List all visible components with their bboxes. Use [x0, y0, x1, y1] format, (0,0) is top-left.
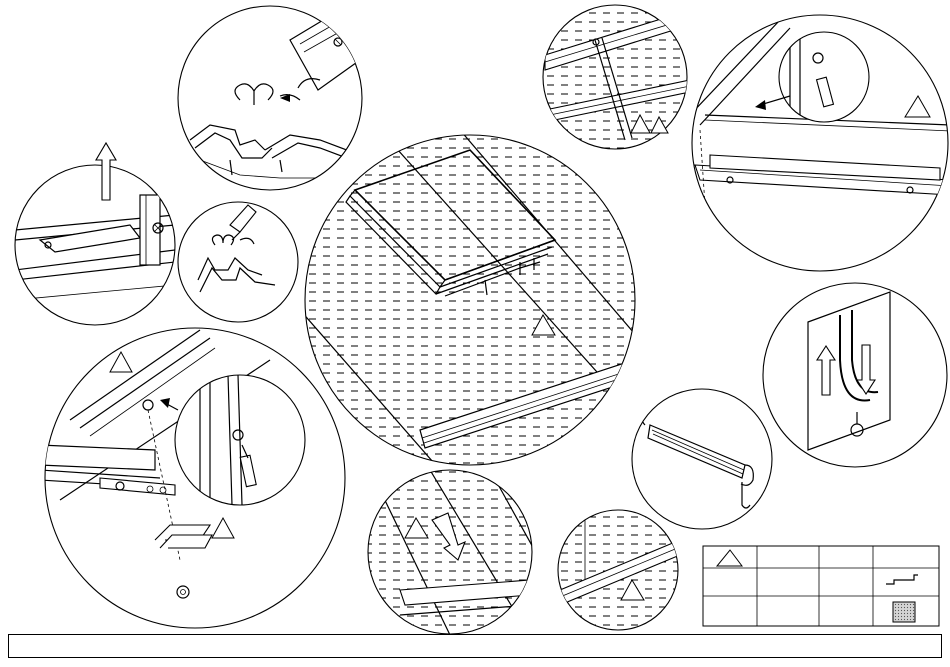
top-rafter-detail: [540, 0, 690, 160]
base-rail-detail: [690, 15, 950, 271]
footer-bar: [8, 634, 942, 658]
rail-lift-detail: [15, 143, 175, 325]
panel-slide-detail: [365, 470, 540, 640]
legend-panel-sheet-icon: [893, 602, 915, 622]
gutter-detail: [632, 389, 772, 529]
edge-rail-detail: [558, 510, 680, 630]
clip-profile-detail: [178, 6, 362, 190]
gutter-bracket-detail: [40, 328, 345, 628]
main-roof-detail: [300, 130, 640, 470]
legend-table: [703, 546, 939, 626]
clip-closeup-detail: [178, 202, 298, 322]
panel-clip-detail: [763, 283, 947, 467]
